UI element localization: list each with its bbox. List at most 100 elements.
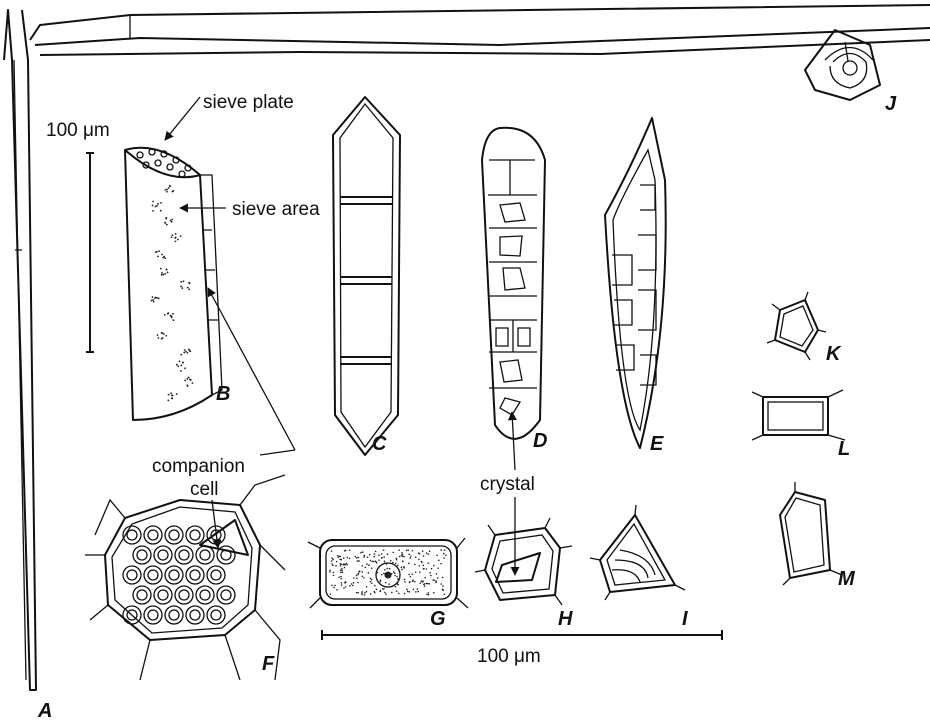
cytoplasm-stipple (384, 569, 386, 571)
cytoplasm-stipple (336, 588, 338, 591)
cytoplasm-stipple (425, 552, 428, 554)
cytoplasm-stipple (338, 576, 340, 578)
cytoplasm-stipple (435, 581, 437, 584)
sieve-area-dot (172, 312, 174, 315)
panel-label-l: L (838, 438, 850, 460)
cytoplasm-stipple (354, 555, 357, 558)
cytoplasm-stipple (430, 567, 433, 570)
sieve-area-dot (171, 218, 173, 221)
sieve-area-dot (191, 382, 194, 384)
sieve-plate-pore (136, 589, 148, 601)
sieve-plate-pore (168, 529, 180, 541)
cytoplasm-stipple (329, 571, 331, 573)
sieve-area-dot (170, 220, 173, 223)
sieve-plate-pore (126, 609, 138, 621)
sieve-pore (184, 164, 192, 172)
cell-l (751, 389, 846, 441)
sieve-area-dot (183, 349, 186, 351)
cytoplasm-stipple (435, 580, 437, 582)
cytoplasm-stipple (340, 563, 343, 566)
sieve-pore (142, 161, 150, 169)
cytoplasm-stipple (418, 558, 420, 561)
sieve-area-dot (156, 334, 159, 336)
sieve-tube-b (124, 146, 223, 421)
cytoplasm-stipple (338, 555, 341, 558)
cytoplasm-stipple (379, 580, 381, 583)
cytoplasm-stipple (395, 557, 398, 560)
sieve-area-dot (157, 202, 159, 205)
sieve-plate-pore (147, 569, 159, 581)
cytoplasm-stipple (414, 580, 416, 583)
sieve-area-dot (159, 201, 162, 204)
sieve-area-dot (180, 285, 182, 288)
cytoplasm-stipple (401, 552, 403, 554)
sieve-area-dot (171, 234, 174, 237)
sieve-plate-pore (168, 609, 180, 621)
panel-label-d: D (533, 430, 547, 452)
cytoplasm-stipple (334, 584, 336, 587)
label-companion-1: companion (152, 456, 245, 477)
sieve-area-dot (185, 350, 187, 353)
cytoplasm-stipple (381, 588, 384, 590)
cytoplasm-stipple (341, 569, 343, 572)
cytoplasm-stipple (345, 562, 348, 565)
sieve-area-dot (165, 216, 168, 219)
sieve-plate-cell (185, 525, 205, 545)
sieve-plate-pore (210, 529, 222, 541)
scale-label-vertical: 100 μm (46, 120, 110, 141)
cytoplasm-stipple (406, 588, 408, 591)
sieve-area-dot (180, 364, 183, 367)
sieve-area-dot (156, 296, 158, 299)
cytoplasm-stipple (355, 591, 358, 594)
cytoplasm-stipple (332, 558, 334, 561)
cytoplasm-stipple (370, 578, 373, 581)
cytoplasm-stipple (373, 555, 376, 558)
cytoplasm-stipple (388, 583, 390, 585)
sieve-area-dot (153, 297, 156, 299)
cell-d (481, 126, 546, 440)
cytoplasm-stipple (412, 579, 414, 582)
cytoplasm-stipple (419, 582, 422, 584)
cytoplasm-stipple (394, 562, 397, 565)
sieve-plate-cell (164, 525, 184, 545)
cytoplasm-stipple (336, 554, 339, 557)
cytoplasm-stipple (388, 567, 391, 570)
sieve-pore (178, 170, 186, 178)
cytoplasm-stipple (396, 575, 398, 578)
scale-label-horizontal: 100 μm (477, 646, 541, 667)
cytoplasm-stipple (386, 567, 388, 570)
cytoplasm-stipple (346, 564, 349, 566)
cytoplasm-stipple (364, 591, 366, 594)
cytoplasm-stipple (340, 582, 343, 584)
cytoplasm-stipple (428, 582, 431, 585)
sieve-plate-cell (206, 525, 226, 545)
sieve-area-dot (166, 190, 168, 193)
cytoplasm-stipple (356, 560, 359, 562)
sieve-area-dot (168, 184, 171, 187)
cytoplasm-stipple (339, 558, 341, 561)
cytoplasm-stipple (440, 583, 442, 585)
sieve-area-dot (169, 314, 172, 317)
cytoplasm-stipple (436, 577, 439, 579)
sieve-area-dot (186, 385, 189, 387)
sieve-area-dot (162, 333, 165, 335)
panel-label-b: B (216, 383, 230, 405)
sieve-area-dot (166, 271, 169, 274)
cytoplasm-stipple (371, 582, 373, 585)
cell-j (804, 29, 881, 101)
cytoplasm-stipple (440, 562, 442, 565)
cytoplasm-stipple (403, 592, 406, 595)
cytoplasm-stipple (407, 549, 410, 551)
sieve-plate-cell (132, 585, 152, 605)
cytoplasm-stipple (427, 593, 430, 596)
sieve-area-dot (166, 312, 169, 315)
sieve-area-dot (184, 379, 187, 382)
sieve-area-dot (164, 257, 167, 260)
cytoplasm-stipple (435, 573, 438, 575)
sieve-area-dot (170, 394, 173, 397)
cytoplasm-stipple (383, 588, 385, 590)
cytoplasm-stipple (329, 569, 331, 572)
cytoplasm-stipple (394, 585, 397, 588)
sieve-area-dot (161, 253, 163, 256)
cytoplasm-stipple (357, 591, 359, 594)
